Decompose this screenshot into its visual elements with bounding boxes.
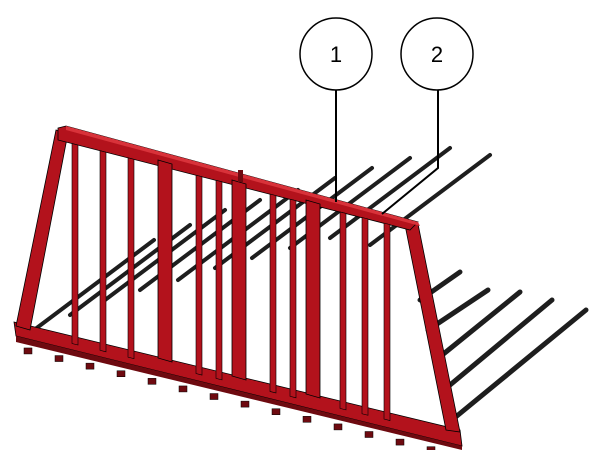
vertical-bars xyxy=(71,143,391,421)
callout-1-number: 1 xyxy=(330,42,342,67)
vertical-bar xyxy=(215,179,223,381)
vertical-bar xyxy=(289,198,297,399)
bolt-stud xyxy=(240,400,250,408)
tine xyxy=(449,307,589,423)
vertical-bar xyxy=(339,211,347,411)
vertical-bar xyxy=(383,222,391,421)
vertical-bar xyxy=(195,174,203,376)
callout-2-number: 2 xyxy=(431,42,443,67)
callout-2-leader xyxy=(381,90,439,215)
bottom-studs xyxy=(23,347,436,450)
bolt-stud xyxy=(302,416,312,423)
left-side-post xyxy=(15,129,69,331)
vertical-bar xyxy=(127,157,135,359)
vertical-bar xyxy=(361,217,369,416)
bolt-stud xyxy=(23,347,33,355)
bolt-stud xyxy=(116,370,126,377)
center-post-1 xyxy=(157,159,173,363)
bolt-stud xyxy=(54,355,64,362)
bolt-stud xyxy=(147,378,157,385)
bolt-stud xyxy=(333,423,343,431)
bolt-stud xyxy=(178,385,188,393)
callout-1: 1 xyxy=(299,17,373,91)
callout-2: 2 xyxy=(400,17,474,91)
center-post-3 xyxy=(305,199,321,399)
callout-2-circle xyxy=(400,17,474,91)
bolt-stud xyxy=(395,438,405,446)
bolt-stud xyxy=(209,393,219,400)
center-post-2 xyxy=(231,179,247,381)
fork-frame xyxy=(13,125,463,450)
vertical-bar xyxy=(269,193,277,394)
tine xyxy=(441,297,555,393)
tine xyxy=(328,146,452,240)
vertical-bar xyxy=(71,143,79,346)
vertical-bar xyxy=(99,150,107,353)
bolt-stud xyxy=(271,408,281,415)
bolt-stud xyxy=(85,362,95,370)
bottom-rail-shadow xyxy=(16,336,462,450)
right-side-post xyxy=(403,219,461,433)
tine xyxy=(32,238,156,332)
lift-ring xyxy=(238,170,243,182)
callout-1-circle xyxy=(299,17,373,91)
bolt-stud xyxy=(364,431,374,438)
tine xyxy=(433,289,523,363)
